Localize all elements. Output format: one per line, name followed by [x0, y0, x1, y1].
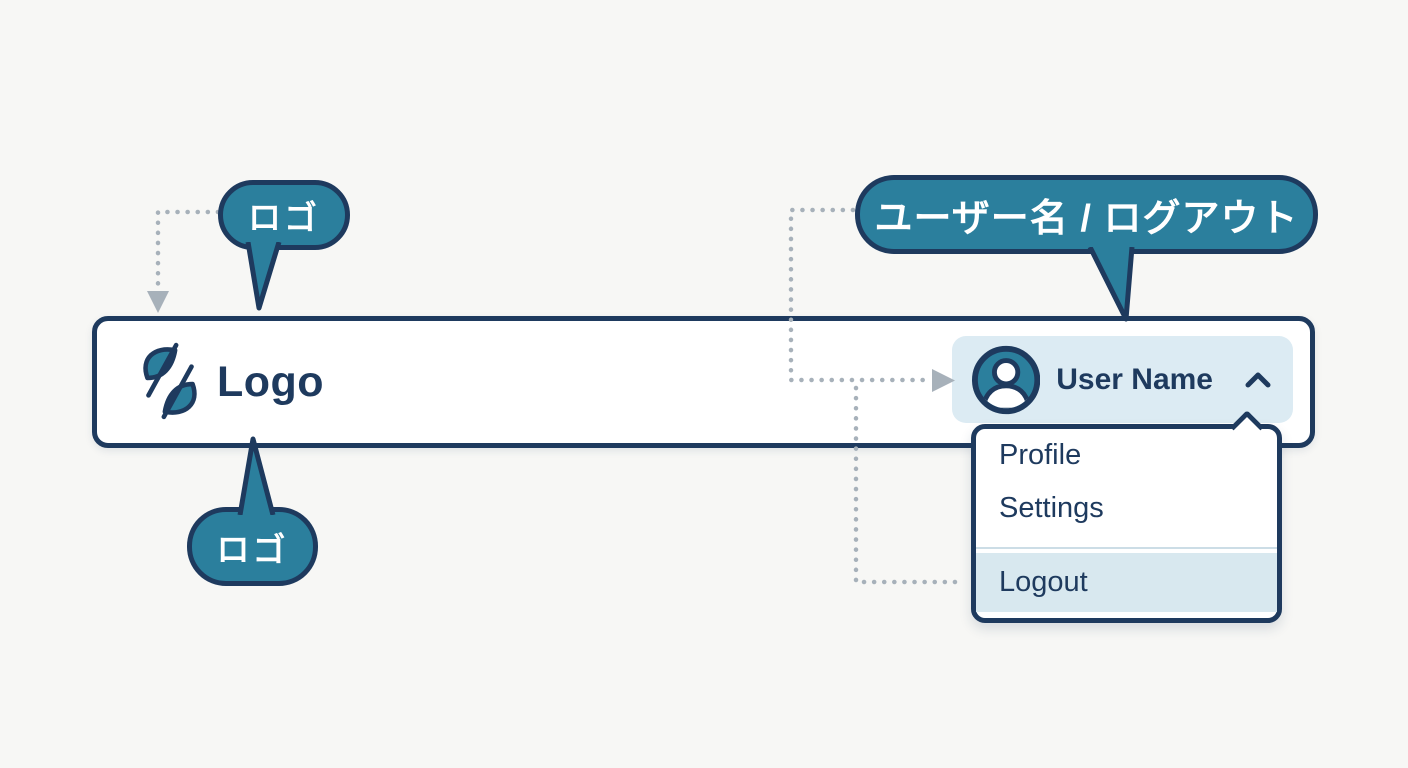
menu-item-profile[interactable]: Profile [999, 439, 1082, 471]
callout-logo-top-label: ロゴ [248, 199, 320, 236]
callout-logo-bottom-label: ロゴ [216, 530, 289, 568]
user-avatar-icon [972, 345, 1041, 414]
user-name-label: User Name [1056, 362, 1213, 396]
menu-divider [976, 547, 1277, 549]
callout-user-menu: ユーザー名 / ログアウト [855, 175, 1318, 254]
header-bar: Logo User Name [92, 316, 1315, 448]
arrowhead-down-icon [147, 291, 169, 313]
callout-logo-top: ロゴ [218, 180, 350, 250]
callout-user-menu-label: ユーザー名 / ログアウト [874, 198, 1299, 240]
user-dropdown-menu: Profile Settings Logout [971, 410, 1282, 623]
callout-logo-bottom-tail [237, 436, 276, 515]
menu-item-logout[interactable]: Logout [976, 553, 1277, 612]
callout-logo-bottom: ロゴ [187, 507, 318, 586]
leaf-logo-icon [143, 342, 197, 420]
callout-user-menu-tail [1087, 247, 1135, 322]
menu-item-settings[interactable]: Settings [999, 492, 1104, 524]
logo[interactable]: Logo [137, 341, 324, 423]
connector-logo-top [155, 209, 221, 289]
logo-text: Logo [217, 357, 325, 406]
chevron-up-icon [1245, 372, 1271, 387]
user-menu-button[interactable]: User Name [952, 336, 1293, 423]
callout-logo-top-tail [245, 242, 282, 311]
